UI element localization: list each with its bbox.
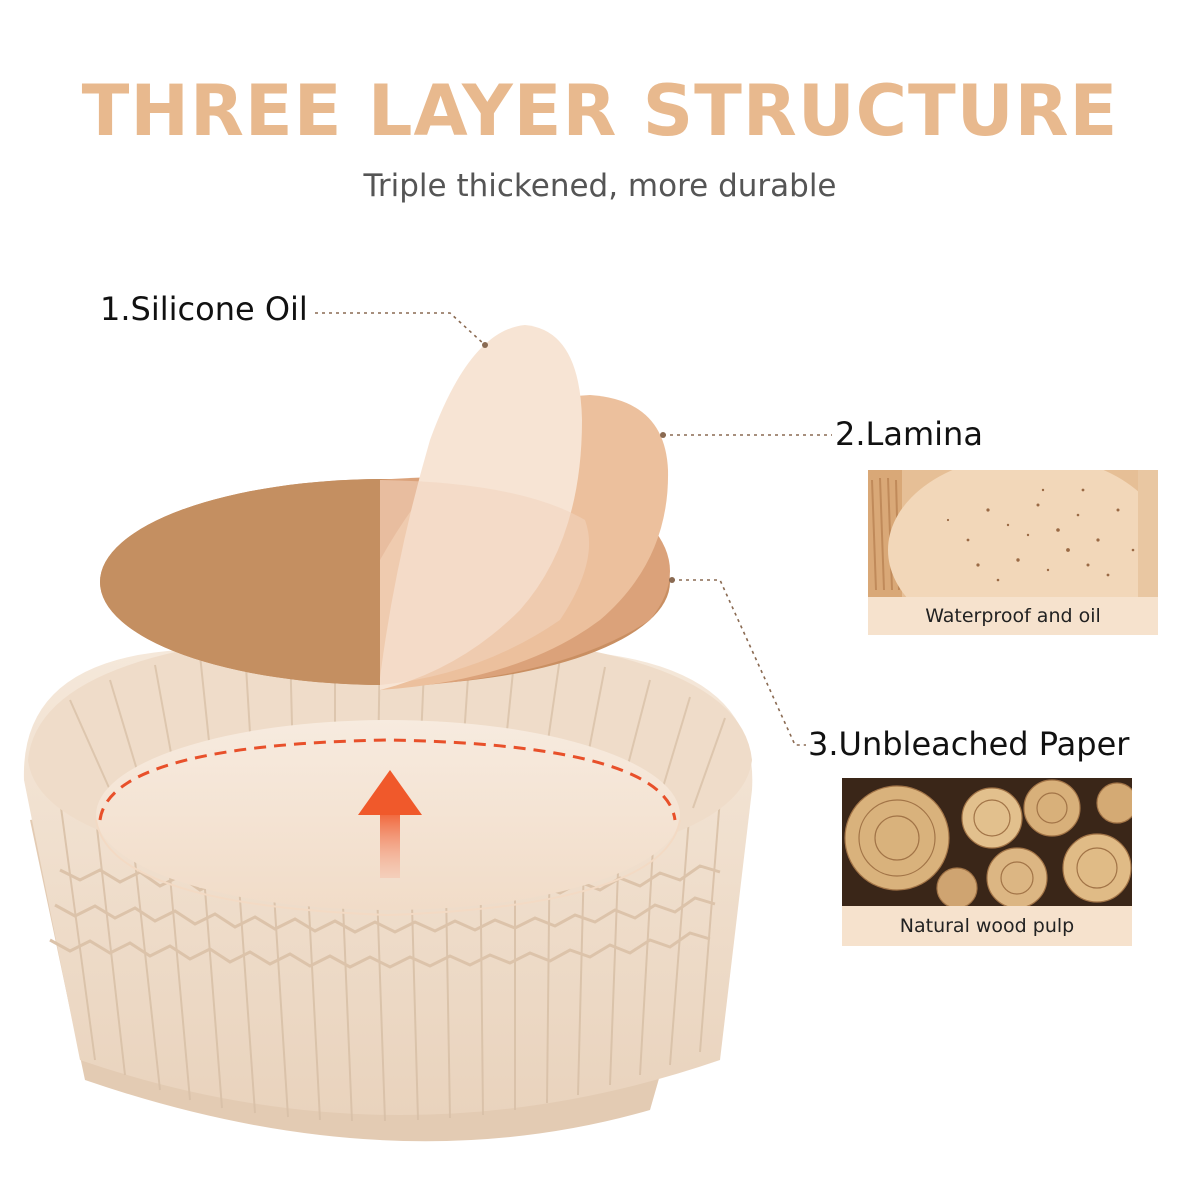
leader-line-silicone: [315, 312, 486, 346]
lamina-caption: Waterproof and oil: [868, 597, 1158, 635]
lamina-detail-card: Waterproof and oil: [868, 470, 1158, 635]
paper-caption: Natural wood pulp: [842, 906, 1132, 946]
label-silicone-oil: 1.Silicone Oil: [100, 290, 308, 328]
leader-line-paper: [672, 579, 806, 746]
page-subtitle: Triple thickened, more durable: [363, 168, 837, 204]
up-arrow-icon: [358, 770, 422, 878]
label-unbleached-paper: 3.Unbleached Paper: [808, 725, 1130, 763]
page-title: THREE LAYER STRUCTURE: [81, 70, 1119, 152]
paper-detail-card: Natural wood pulp: [842, 778, 1132, 946]
layer-discs: [100, 325, 670, 690]
lamina-texture-image: [868, 470, 1158, 597]
wood-pulp-image: [842, 778, 1132, 906]
label-lamina: 2.Lamina: [835, 415, 983, 453]
paper-liner-stack: [23, 630, 753, 1142]
leader-lines: [315, 312, 832, 746]
